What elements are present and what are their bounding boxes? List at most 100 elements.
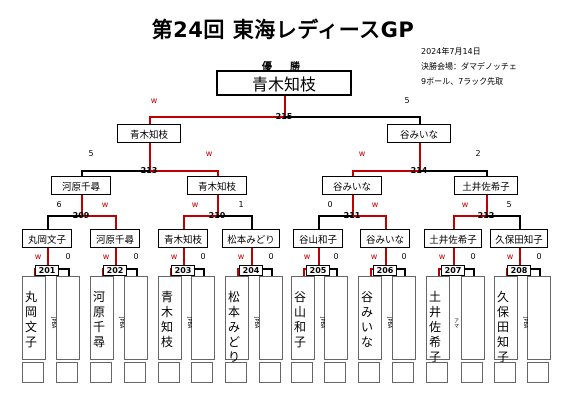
footer-slot bbox=[191, 362, 213, 383]
footer-slot bbox=[158, 362, 180, 383]
event-venue: 決勝会場：ダマデノッチェ bbox=[421, 62, 517, 71]
entrant-slot bbox=[426, 276, 450, 360]
bracket-line bbox=[519, 248, 521, 268]
empty-slot bbox=[527, 276, 551, 360]
bracket-line bbox=[473, 268, 475, 276]
bracket-line bbox=[486, 215, 519, 217]
bracket-line bbox=[336, 268, 338, 276]
bracket-line bbox=[203, 268, 205, 276]
empty-slot bbox=[124, 276, 148, 360]
entrant-affiliation: JPBA bbox=[522, 317, 528, 329]
bracket-line bbox=[318, 248, 320, 268]
round2-player: 河原千尋 bbox=[90, 229, 140, 248]
bracket-line bbox=[68, 268, 70, 276]
bracket-line bbox=[385, 248, 387, 268]
round2-player: 松本みどり bbox=[222, 229, 280, 248]
footer-slot bbox=[90, 362, 112, 383]
score-left: w bbox=[191, 200, 199, 209]
entrant-slot bbox=[225, 276, 249, 360]
bracket-line bbox=[352, 170, 354, 176]
bracket-line bbox=[385, 215, 387, 229]
score-right: w bbox=[205, 149, 213, 158]
footer-slot bbox=[324, 362, 346, 383]
empty-slot bbox=[392, 276, 416, 360]
bracket-line bbox=[486, 170, 488, 176]
round2-player: 青木知枝 bbox=[158, 229, 208, 248]
bracket-line bbox=[419, 170, 486, 172]
round1-match-number: 204 bbox=[239, 265, 263, 276]
entrant-slot bbox=[358, 276, 382, 360]
bracket-line bbox=[149, 116, 151, 124]
entrant-affiliation: JPBA bbox=[118, 317, 124, 329]
bracket-line bbox=[149, 170, 217, 172]
match-number: 214 bbox=[410, 166, 428, 175]
bracket-line bbox=[318, 215, 352, 217]
champion-name: 青木知枝 bbox=[251, 75, 316, 94]
round1-match-number: 208 bbox=[507, 265, 531, 276]
empty-slot bbox=[56, 276, 80, 360]
entrant-slot bbox=[158, 276, 182, 360]
bracket-line bbox=[81, 170, 149, 172]
footer-slot bbox=[225, 362, 247, 383]
score-right: 0 bbox=[133, 252, 139, 261]
event-info: 2024年7月14日 決勝会場：ダマデノッチェ 9ボール、7ラック先取 bbox=[421, 44, 517, 89]
bracket-line bbox=[217, 215, 251, 217]
round1-match-number: 202 bbox=[103, 265, 127, 276]
bracket-line bbox=[519, 215, 521, 229]
bracket-line bbox=[352, 170, 419, 172]
footer-slot bbox=[426, 362, 448, 383]
entrant-name: 松本みどり bbox=[227, 290, 240, 364]
bracket-line bbox=[34, 268, 36, 276]
entrant-name: 土井佐希子 bbox=[428, 290, 441, 364]
score-right: w bbox=[101, 200, 109, 209]
score-left: w bbox=[237, 252, 245, 261]
bracket-line bbox=[352, 215, 385, 217]
match-number: 210 bbox=[208, 211, 226, 220]
score-right: 0 bbox=[65, 252, 71, 261]
round2-player: 谷みいな bbox=[360, 229, 410, 248]
round1-match-number: 207 bbox=[441, 265, 465, 276]
bracket-line bbox=[419, 116, 421, 124]
score-right: 0 bbox=[268, 252, 274, 261]
bracket-line bbox=[506, 268, 508, 276]
footer-slot bbox=[56, 362, 78, 383]
bracket-line bbox=[352, 195, 354, 215]
empty-slot bbox=[191, 276, 215, 360]
score-right: 0 bbox=[401, 252, 407, 261]
bracket-line bbox=[149, 143, 151, 170]
footer-slot bbox=[392, 362, 414, 383]
event-rule: 9ボール、7ラック先取 bbox=[421, 77, 504, 86]
bracket-line bbox=[102, 268, 104, 276]
entrant-name: 谷山和子 bbox=[293, 290, 306, 349]
bracket-line bbox=[404, 268, 406, 276]
score-left: 6 bbox=[56, 200, 62, 209]
quarterfinal-player: 土井佐希子 bbox=[454, 176, 518, 195]
entrant-slot bbox=[90, 276, 114, 360]
bracket-line bbox=[453, 215, 455, 229]
bracket-line bbox=[453, 215, 486, 217]
empty-slot bbox=[324, 276, 348, 360]
score-left: 5 bbox=[88, 149, 94, 158]
bracket-line bbox=[47, 215, 49, 229]
round2-player: 丸岡文子 bbox=[22, 229, 72, 248]
score-right: 1 bbox=[238, 200, 244, 209]
bracket-line bbox=[115, 215, 117, 229]
champion-box: 青木知枝 bbox=[216, 70, 352, 96]
bracket-line bbox=[149, 116, 284, 118]
score-right: 5 bbox=[506, 200, 512, 209]
bracket-line bbox=[81, 195, 83, 215]
champion-label: 優 勝 bbox=[262, 62, 304, 73]
entrant-name: 谷みいな bbox=[360, 290, 373, 349]
score-left: w bbox=[438, 252, 446, 261]
entrant-slot bbox=[22, 276, 46, 360]
round2-player: 谷山和子 bbox=[293, 229, 343, 248]
bracket-line bbox=[251, 248, 253, 268]
bracket-line bbox=[170, 268, 172, 276]
entrant-slot bbox=[291, 276, 315, 360]
bracket-line bbox=[47, 215, 81, 217]
bracket-line bbox=[284, 116, 419, 118]
score-right: 0 bbox=[470, 252, 476, 261]
bracket-line bbox=[183, 215, 217, 217]
score-left: w bbox=[34, 252, 42, 261]
